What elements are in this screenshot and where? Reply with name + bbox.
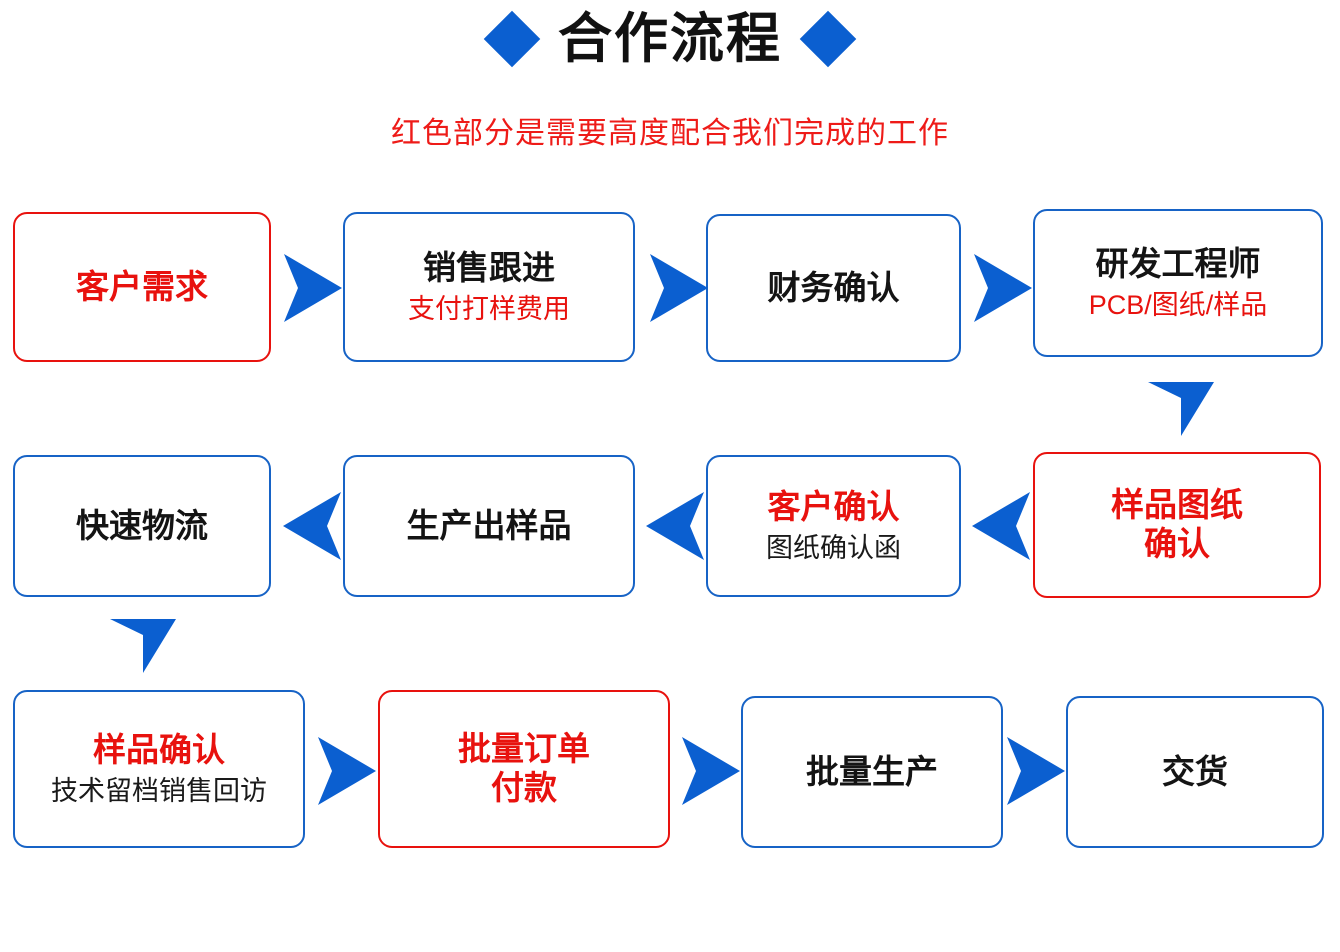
arrow-right-icon — [680, 735, 742, 807]
flow-node-finance-confirm[interactable]: 财务确认 — [706, 214, 961, 362]
flow-node-primary-label: 批量订单 付款 — [458, 730, 590, 806]
flow-node-delivery[interactable]: 交货 — [1066, 696, 1324, 848]
flow-node-bulk-order-payment[interactable]: 批量订单 付款 — [378, 690, 670, 848]
flow-node-primary-label: 客户确认 — [767, 487, 900, 525]
flow-node-primary-label: 销售跟进 — [423, 248, 555, 286]
flow-node-rd-engineer[interactable]: 研发工程师 PCB/图纸/样品 — [1033, 209, 1323, 357]
flow-node-primary-label: 交货 — [1162, 752, 1228, 790]
flow-node-primary-label: 财务确认 — [767, 268, 900, 306]
flow-node-secondary-label: 支付打样费用 — [408, 293, 570, 324]
flow-node-primary-label: 客户需求 — [76, 267, 208, 305]
arrow-right-icon — [972, 252, 1034, 324]
flow-node-produce-sample[interactable]: 生产出样品 — [343, 455, 635, 597]
flow-node-sample-confirm[interactable]: 样品确认 技术留档销售回访 — [13, 690, 305, 848]
diamond-bullet-right-icon — [799, 10, 857, 68]
arrow-left-icon — [281, 490, 343, 562]
flow-node-customer-confirm[interactable]: 客户确认 图纸确认函 — [706, 455, 961, 597]
flow-node-primary-label: 生产出样品 — [406, 506, 572, 544]
flow-node-secondary-label: PCB/图纸/样品 — [1088, 289, 1268, 320]
flow-node-primary-label: 样品图纸 确认 — [1111, 486, 1243, 562]
arrow-left-icon — [644, 490, 706, 562]
chart-header: 合作流程 红色部分是需要高度配合我们完成的工作 — [0, 0, 1340, 170]
diamond-bullet-left-icon — [483, 10, 541, 68]
flow-node-bulk-production[interactable]: 批量生产 — [741, 696, 1003, 848]
flow-node-sample-drawing-confirm[interactable]: 样品图纸 确认 — [1033, 452, 1321, 598]
flow-node-sales-follow-up[interactable]: 销售跟进 支付打样费用 — [343, 212, 635, 362]
arrow-left-icon — [970, 490, 1032, 562]
flow-node-secondary-label: 技术留档销售回访 — [51, 775, 267, 806]
arrow-right-icon — [282, 252, 344, 324]
flow-node-primary-label: 样品确认 — [93, 730, 225, 768]
arrow-down-icon — [1146, 380, 1216, 438]
page-subtitle: 红色部分是需要高度配合我们完成的工作 — [391, 117, 949, 150]
flow-node-secondary-label: 图纸确认函 — [766, 532, 901, 563]
flow-node-primary-label: 批量生产 — [806, 752, 938, 790]
arrow-right-icon — [648, 252, 710, 324]
title-row: 合作流程 — [0, 9, 1340, 69]
flow-node-customer-requirement[interactable]: 客户需求 — [13, 212, 271, 362]
arrow-down-icon — [108, 617, 178, 675]
arrow-right-icon — [1005, 735, 1067, 807]
arrow-right-icon — [316, 735, 378, 807]
flow-node-primary-label: 研发工程师 — [1095, 244, 1261, 282]
flow-node-fast-logistics[interactable]: 快速物流 — [13, 455, 271, 597]
flow-node-primary-label: 快速物流 — [76, 506, 208, 544]
page-title: 合作流程 — [558, 9, 782, 69]
